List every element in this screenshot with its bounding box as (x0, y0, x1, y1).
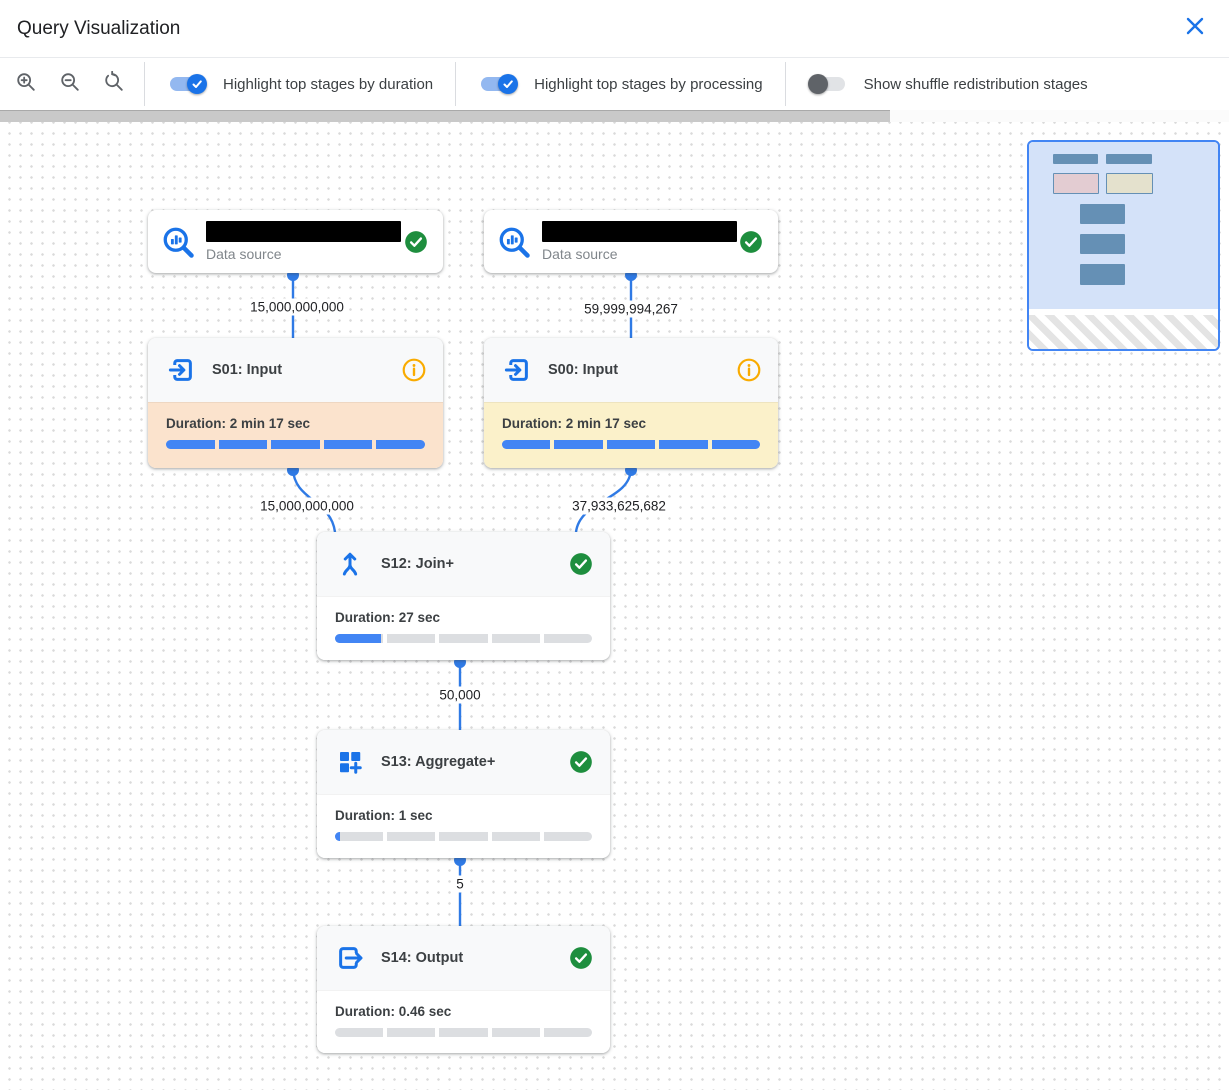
redacted-table-name (206, 221, 401, 242)
page-title: Query Visualization (17, 17, 181, 39)
toggle-duration-group: Highlight top stages by duration (145, 58, 455, 110)
aggregate-icon (335, 747, 365, 777)
toolbar-divider (455, 62, 457, 106)
bigquery-source-icon (160, 224, 196, 260)
zoom-reset-button[interactable] (102, 70, 126, 98)
zoom-out-icon (59, 71, 81, 98)
input-icon (166, 355, 196, 385)
minimap-node (1053, 154, 1098, 164)
bigquery-source-icon (496, 224, 532, 260)
toolbar-divider (784, 62, 786, 106)
node-stage-s14-output[interactable]: S14: Output Duration: 0.46 sec (317, 926, 610, 1053)
close-icon (1183, 14, 1207, 43)
minimap-node (1106, 154, 1152, 164)
minimap-node (1080, 204, 1125, 224)
stage-body: Duration: 2 min 17 sec (484, 402, 778, 468)
zoom-in-button[interactable] (14, 72, 38, 96)
toggle-thumb (807, 74, 828, 94)
stage-duration: Duration: 2 min 17 sec (502, 416, 647, 431)
stage-title: S12: Join+ (381, 556, 454, 572)
node-stage-s13-aggregate[interactable]: S13: Aggregate+ Duration: 1 sec (317, 730, 610, 858)
stage-duration: Duration: 0.46 sec (335, 1004, 452, 1019)
stage-body: Duration: 27 sec (317, 596, 610, 660)
stage-title: S01: Input (212, 362, 283, 378)
zoom-in-icon (15, 71, 37, 98)
input-icon (502, 355, 532, 385)
title-bar: Query Visualization (0, 0, 1229, 58)
edge-label-rows: 59,999,994,267 (579, 300, 683, 318)
stage-body: Duration: 0.46 sec (317, 990, 610, 1053)
toggle-thumb (187, 74, 207, 94)
check-circle-icon (403, 229, 429, 255)
minimap-node (1080, 234, 1125, 254)
duration-progress-bar (335, 1028, 593, 1037)
highlight-duration-toggle[interactable] (167, 74, 207, 94)
check-circle-icon (738, 229, 764, 255)
edge-label-rows: 15,000,000,000 (255, 497, 359, 515)
output-icon (335, 943, 365, 973)
zoom-reset-icon (103, 70, 125, 98)
minimap-node-highlight-processing (1106, 173, 1153, 194)
highlight-duration-label: Highlight top stages by duration (223, 75, 434, 93)
toggle-check-icon (502, 78, 514, 90)
stage-title: S00: Input (548, 362, 619, 378)
stage-title: S13: Aggregate+ (381, 754, 496, 770)
minimap[interactable] (1027, 140, 1220, 351)
duration-progress-bar (166, 440, 425, 449)
toggle-check-icon (191, 78, 203, 90)
join-icon (335, 549, 365, 579)
show-shuffle-toggle[interactable] (807, 74, 848, 94)
toolbar-divider (144, 62, 145, 106)
edge-label-rows: 5 (451, 875, 469, 893)
stage-duration: Duration: 2 min 17 sec (166, 416, 311, 431)
node-data-source-2[interactable]: Data source (484, 210, 778, 273)
edge-label-rows: 50,000 (434, 686, 486, 704)
toggle-shuffle-group: Show shuffle redistribution stages (786, 58, 1110, 110)
toggle-thumb (498, 74, 519, 94)
check-circle-icon (568, 945, 594, 971)
horizontal-scrollbar (0, 110, 1229, 122)
check-circle-icon (568, 749, 594, 775)
stage-title: S14: Output (381, 950, 464, 966)
minimap-node (1080, 264, 1125, 285)
node-stage-s12-join[interactable]: S12: Join+ Duration: 27 sec (317, 532, 610, 660)
show-shuffle-label: Show shuffle redistribution stages (863, 75, 1088, 93)
graph-canvas[interactable]: 15,000,000,000 59,999,994,267 15,000,000… (0, 122, 1229, 1090)
stage-body: Duration: 1 sec (317, 794, 610, 858)
edge-label-rows: 37,933,625,682 (567, 497, 671, 515)
node-data-source-1[interactable]: Data source (148, 210, 443, 273)
data-source-label: Data source (542, 246, 618, 262)
highlight-processing-toggle[interactable] (478, 74, 519, 94)
stage-duration: Duration: 1 sec (335, 808, 433, 823)
info-circle-icon[interactable] (401, 357, 427, 383)
zoom-out-button[interactable] (58, 72, 82, 96)
node-stage-s00-input[interactable]: S00: Input Duration: 2 min 17 sec (484, 338, 778, 468)
data-source-label: Data source (206, 246, 282, 262)
toolbar: Highlight top stages by duration Highlig… (0, 58, 1229, 110)
duration-progress-bar (335, 634, 593, 643)
info-circle-icon[interactable] (736, 357, 762, 383)
close-button[interactable] (1181, 15, 1209, 43)
duration-progress-bar (335, 832, 593, 841)
check-circle-icon (568, 551, 594, 577)
minimap-out-of-bounds-hatch (1029, 315, 1218, 349)
duration-progress-bar (502, 440, 761, 449)
stage-duration: Duration: 27 sec (335, 610, 441, 625)
redacted-table-name (542, 221, 737, 242)
edge-label-rows: 15,000,000,000 (245, 298, 349, 316)
horizontal-scrollbar-thumb[interactable] (0, 110, 890, 122)
highlight-processing-label: Highlight top stages by processing (534, 75, 763, 93)
stage-body: Duration: 2 min 17 sec (148, 402, 443, 468)
minimap-node-highlight-duration (1053, 173, 1099, 194)
toggle-processing-group: Highlight top stages by processing (456, 58, 784, 110)
zoom-controls (0, 58, 144, 110)
node-stage-s01-input[interactable]: S01: Input Duration: 2 min 17 sec (148, 338, 443, 468)
